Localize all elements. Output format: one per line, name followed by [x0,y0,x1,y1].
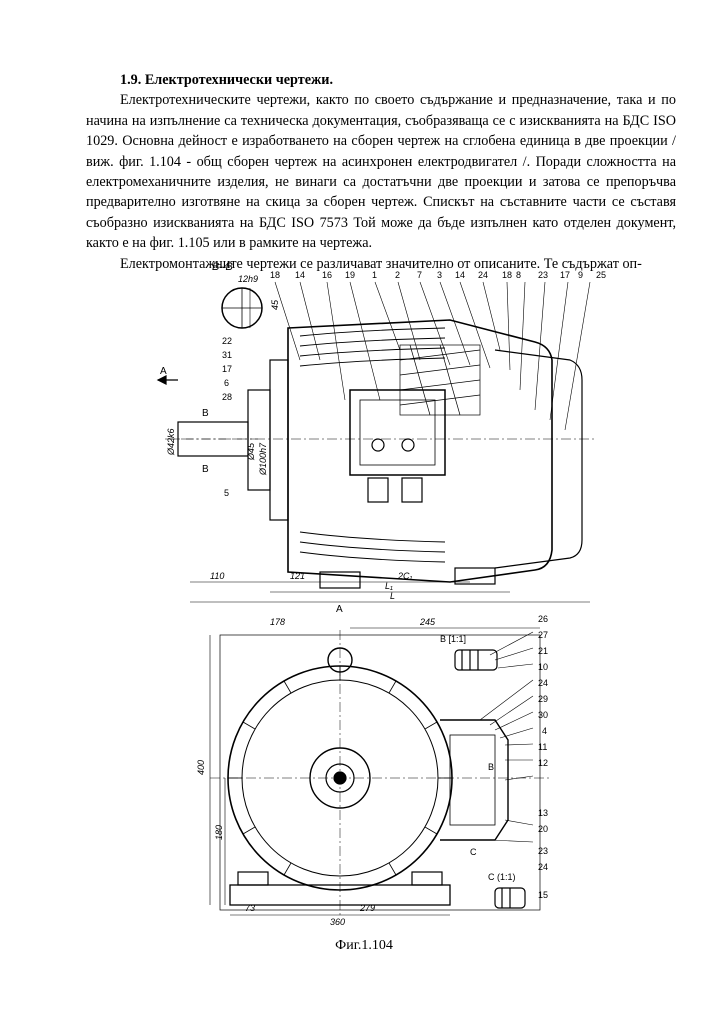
motor-foot [454,567,496,585]
dimension: 400 [196,760,206,775]
section-heading: 1.9. Електротехнически чертежи. [120,72,334,88]
figure-caption: Фиг.1.104 [335,938,393,953]
dimension: 121 [290,571,305,581]
dimension: 45 [270,299,280,310]
marker-b: B [488,762,494,772]
motor-base [229,884,451,906]
callout: 24 [538,862,548,872]
motor-assembly-drawing: B–B A B B A 18 14 16 19 1 2 7 3 14 24 18… [156,261,606,927]
motor-housing [287,319,553,583]
callout: 22 [222,336,232,346]
dimension-lines [190,581,590,603]
dimension: 2C₁ [397,571,413,581]
callout: 8 [516,270,521,280]
callout: 27 [538,630,548,640]
paragraph: Електротехническите чертежи, както по св… [86,92,676,252]
terminal-box [349,389,446,476]
detail-b-label: B [1:1] [440,634,466,644]
dimension: 245 [419,617,436,627]
callout: 14 [295,270,305,280]
callout: 14 [455,270,465,280]
callout: 12 [538,758,548,768]
callout: 5 [224,488,229,498]
callout: 20 [538,824,548,834]
terminal-box-side [440,719,509,841]
dimension: 279 [359,903,375,913]
dimension: Ø45 [246,442,256,461]
dimension: 73 [245,903,255,913]
callout: 28 [222,392,232,402]
dimension: Ø42k6 [166,428,176,456]
callout: 18 [502,270,512,280]
callout: 7 [417,270,422,280]
top-view-label: A [336,604,343,615]
dimension: 180 [214,825,224,840]
section-marker: B [202,408,209,419]
callout: 15 [538,890,548,900]
callout: 21 [538,646,548,656]
callout: 6 [224,378,229,388]
cable-gland [401,477,423,503]
dimension: L [390,591,395,601]
detail-c-label: C (1:1) [488,872,516,882]
callout: 26 [538,614,548,624]
cooling-fins [299,327,446,563]
section-marker: B [202,464,209,475]
callout: 25 [596,270,606,280]
callout: 17 [560,270,570,280]
cable-gland [367,477,389,503]
callout: 24 [538,678,548,688]
callout: 16 [322,270,332,280]
callout: 13 [538,808,548,818]
callout: 1 [372,270,377,280]
callout: 29 [538,694,548,704]
callout: 19 [345,270,355,280]
dimension: 12h9 [238,274,258,284]
callout: 11 [538,742,547,752]
dimension: 178 [270,617,285,627]
callout: 23 [538,270,548,280]
dimension: 360 [330,917,345,927]
callout: 31 [222,350,232,360]
marker-c: C [470,847,477,857]
callout: 30 [538,710,548,720]
stator-winding [399,344,481,416]
fan-cover [494,349,583,569]
callout: 23 [538,846,548,856]
callout: 17 [222,364,232,374]
dimension: L₁ [385,581,393,591]
dimension: 110 [210,571,224,581]
view-frame [219,634,541,911]
callout: 3 [437,270,442,280]
callout: 24 [478,270,488,280]
callout: 4 [542,726,547,736]
paragraph: Електромонтажните чертежи се различават … [120,255,642,272]
section-label: B–B [212,261,233,273]
callout: 2 [395,270,400,280]
text-block: 1.9. Електротехнически чертежи. Електрот… [86,70,676,274]
callout: 9 [578,270,583,280]
dimension: Ø100h7 [258,442,268,476]
view-arrow-label: A [160,366,167,377]
leader-lines [274,281,591,431]
detail-b-view [454,649,498,671]
leader-lines-right [479,631,534,843]
detail-c-view [494,887,526,909]
callout: 18 [270,270,280,280]
callout: 10 [538,662,548,672]
motor-foot [319,571,361,589]
